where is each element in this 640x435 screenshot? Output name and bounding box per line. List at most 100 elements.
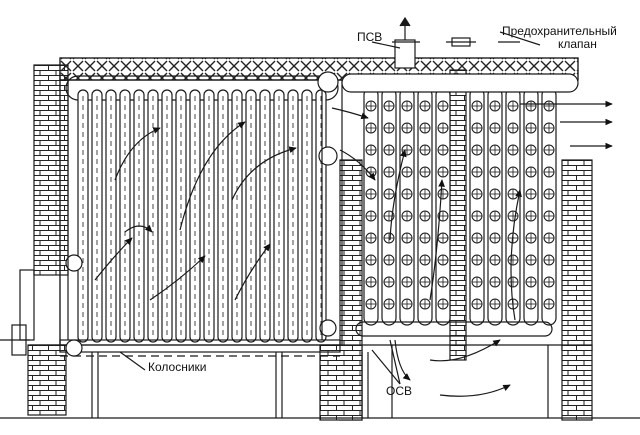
tube-marker (365, 100, 377, 112)
tube-marker (365, 276, 377, 288)
tube-marker (489, 166, 501, 178)
tube-marker (419, 188, 431, 200)
safety-valve-leader (499, 31, 541, 46)
tube-marker (437, 144, 449, 156)
gas-flow-arrow-13 (394, 339, 411, 381)
tube-marker (383, 188, 395, 200)
psv-nozzle (394, 39, 416, 69)
tube-marker (489, 254, 501, 266)
tube-marker (471, 232, 483, 244)
tube-marker (471, 298, 483, 310)
tube-marker (543, 188, 555, 200)
tube-marker (401, 254, 413, 266)
gas-flow-arrow-7 (94, 237, 133, 281)
tube-marker (419, 232, 431, 244)
tube-marker (383, 276, 395, 288)
transfer-drum-top (317, 71, 339, 93)
osv-label: ОСВ (386, 384, 413, 398)
tube-marker (471, 254, 483, 266)
grates-leader (119, 351, 146, 371)
tube-marker (543, 254, 555, 266)
gas-flow-arrow-9 (331, 107, 369, 120)
tube-marker (365, 298, 377, 310)
gas-flow-arrow-15 (510, 189, 522, 321)
tube-marker (525, 276, 537, 288)
tube-marker (525, 122, 537, 134)
tube-marker (437, 188, 449, 200)
tube-marker (437, 100, 449, 112)
brick-wall-7 (561, 344, 593, 421)
tube-marker (507, 276, 519, 288)
tube-marker (471, 166, 483, 178)
tube-marker (489, 144, 501, 156)
gas-flow-arrow-1 (114, 127, 161, 181)
transfer-drum-low (319, 319, 337, 337)
tube-marker (419, 254, 431, 266)
tube-marker (507, 166, 519, 178)
psv-arrow-head (399, 16, 411, 27)
tube-marker (365, 188, 377, 200)
osv-leader-2 (389, 339, 401, 385)
tube-marker (471, 276, 483, 288)
tube-marker (543, 166, 555, 178)
tube-marker (401, 188, 413, 200)
tube-marker (507, 188, 519, 200)
tube-marker (419, 210, 431, 222)
gas-flow-arrow-5 (149, 255, 206, 301)
osv-leader-1 (371, 349, 401, 385)
tube-marker (525, 144, 537, 156)
gas-flow-arrow-8 (339, 149, 376, 181)
tube-marker (489, 298, 501, 310)
tube-marker (525, 210, 537, 222)
tube-marker (525, 298, 537, 310)
burner-housing (19, 269, 35, 341)
tube-marker (419, 122, 431, 134)
tube-marker (383, 298, 395, 310)
tube-marker (543, 122, 555, 134)
tube-marker (437, 254, 449, 266)
tube-marker (437, 232, 449, 244)
right-lower-collector (355, 321, 553, 337)
gas-flow-arrow-4 (124, 224, 153, 233)
tube-marker (401, 210, 413, 222)
brick-wall-6 (561, 159, 593, 351)
tube-marker (525, 254, 537, 266)
upper-collector-drum (65, 75, 339, 101)
tube-marker (401, 276, 413, 288)
tube-marker (437, 122, 449, 134)
safety-valve-label-line2: клапан (558, 37, 597, 51)
tube-marker (543, 210, 555, 222)
tube-marker (525, 100, 537, 112)
tube-marker (365, 122, 377, 134)
tube-marker (401, 100, 413, 112)
tube-marker (471, 144, 483, 156)
tube-marker (489, 188, 501, 200)
brick-wall-5 (449, 69, 467, 361)
brick-wall-2 (27, 344, 67, 416)
tube-marker (401, 232, 413, 244)
tube-marker (419, 144, 431, 156)
safety-valve-label-line1: Предохранительный (502, 24, 617, 38)
gas-flow-arrow-3 (231, 146, 297, 201)
tube-marker (365, 144, 377, 156)
tube-marker (365, 254, 377, 266)
tube-marker (489, 276, 501, 288)
tube-marker (383, 166, 395, 178)
lower-collector (59, 339, 341, 353)
brick-wall-1 (33, 64, 69, 276)
tube-marker (437, 276, 449, 288)
transfer-drum-mid (318, 146, 338, 166)
tube-marker (419, 298, 431, 310)
left-drum-bottom (65, 339, 83, 357)
psv-leader (371, 41, 401, 49)
tube-marker (419, 166, 431, 178)
tube-marker (383, 100, 395, 112)
tube-marker (543, 100, 555, 112)
tube-marker (525, 166, 537, 178)
tube-marker (507, 254, 519, 266)
gas-flow-arrow-14 (439, 384, 511, 397)
gas-flow-arrow-11 (429, 179, 445, 301)
tube-marker (489, 210, 501, 222)
